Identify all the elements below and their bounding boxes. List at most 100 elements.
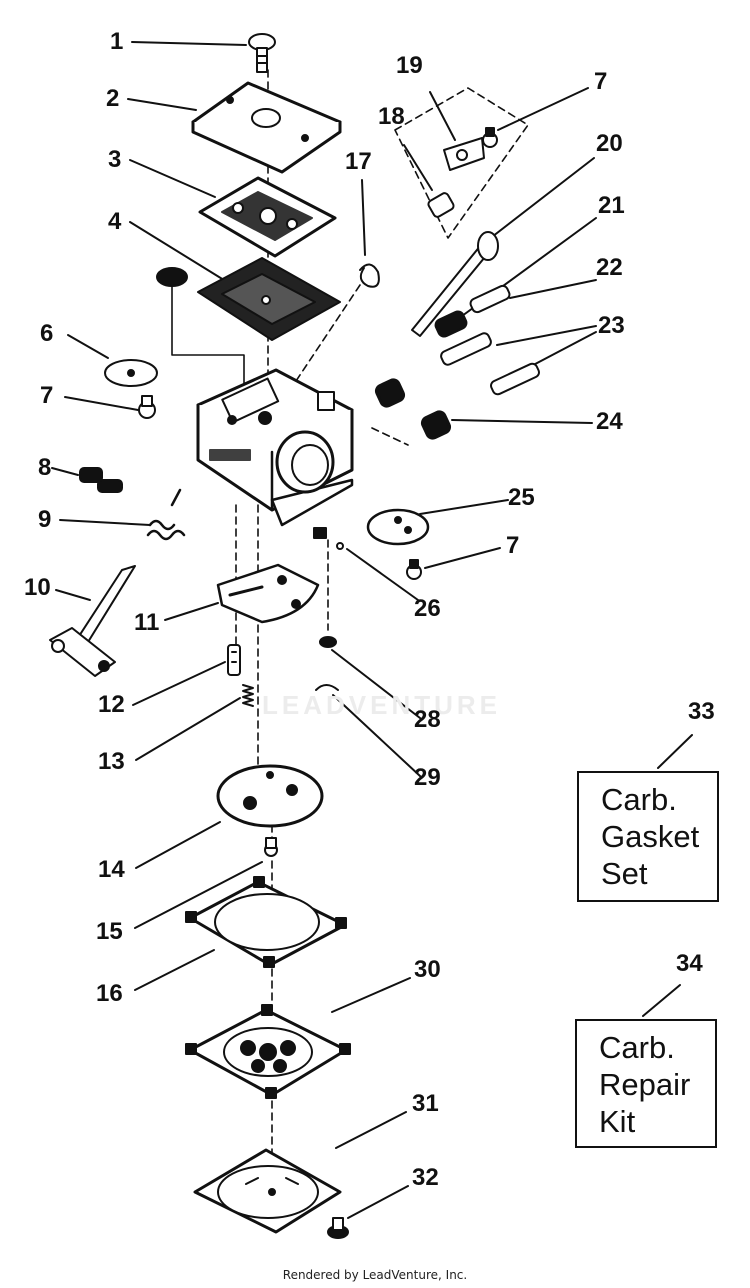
leader-11 (164, 602, 219, 621)
part-30-pump-diaphragm (185, 1004, 351, 1099)
carb-gasket-set-box: Carb. Gasket Set (577, 771, 719, 902)
part-4-diaphragm (197, 257, 341, 341)
leader-30 (331, 977, 411, 1013)
leader-4 (129, 221, 233, 286)
part-29-clip (315, 684, 339, 691)
leader-34 (642, 984, 681, 1017)
leader-24 (451, 419, 593, 424)
leader-20 (487, 157, 595, 241)
kit-33-line-1: Carb. (601, 782, 677, 817)
part-22-needle (469, 284, 511, 314)
leader-29 (332, 694, 421, 777)
part-9-spring (146, 488, 186, 541)
callout-28: 28 (414, 706, 441, 733)
leader-26 (346, 548, 419, 601)
leader-22 (509, 279, 597, 299)
leader-31 (335, 1111, 407, 1149)
callout-7-top: 7 (594, 68, 608, 95)
leader-25 (419, 499, 509, 515)
leader-6 (67, 334, 109, 359)
callout-11: 11 (134, 609, 160, 636)
callout-7: 7 (40, 382, 54, 409)
part-1-screw (248, 33, 276, 73)
part-8-fitting (79, 467, 123, 493)
part-26-pin (313, 527, 344, 550)
watermark-text: LEADVENTURE (262, 690, 502, 720)
callout-33: 33 (688, 698, 715, 725)
leader-3 (129, 159, 216, 198)
leader-9 (59, 519, 151, 526)
callout-8: 8 (38, 454, 52, 481)
part-13-spring (242, 684, 254, 707)
callout-4: 4 (108, 208, 122, 235)
leader-7b (497, 87, 589, 131)
leader-23a (496, 325, 597, 346)
leader-32 (347, 1185, 409, 1219)
kit-34-line-1: Carb. (599, 1030, 675, 1065)
callout-22: 22 (596, 254, 623, 281)
part-14-metering-diaphragm (216, 764, 324, 828)
callout-24: 24 (596, 408, 623, 435)
leader-12 (132, 661, 226, 706)
part-19-plate (443, 137, 485, 171)
callout-32: 32 (412, 1164, 439, 1191)
leader-14 (135, 821, 221, 869)
part-23-needle-b (490, 362, 540, 396)
callout-10: 10 (24, 574, 51, 601)
leader-13 (135, 697, 241, 761)
part-10-throttle-shaft (49, 565, 136, 677)
callout-17: 17 (345, 148, 372, 175)
carb-repair-kit-box: Carb. Repair Kit (575, 1019, 717, 1148)
part-20-choke-shaft (411, 231, 499, 337)
carburetor-body (196, 368, 354, 527)
part-21-screw (434, 310, 468, 338)
callout-6: 6 (40, 320, 54, 347)
part-28-disc (319, 636, 337, 648)
part-7-screw-a (138, 395, 156, 419)
callout-21: 21 (598, 192, 625, 219)
leader-7c (424, 547, 501, 569)
leader-33 (657, 734, 693, 769)
callout-34: 34 (676, 950, 703, 977)
leader-7a (64, 396, 139, 411)
callout-14: 14 (98, 856, 125, 883)
part-15-screw (264, 837, 278, 857)
leader-2 (127, 98, 197, 111)
part-7-screw-b (482, 127, 498, 148)
part-17-clip (359, 263, 380, 288)
callout-29: 29 (414, 764, 441, 791)
callout-18: 18 (378, 103, 405, 130)
callout-13: 13 (98, 748, 125, 775)
callout-7-right: 7 (506, 532, 520, 559)
part-11-metering-plate (216, 563, 320, 624)
kit-33-line-3: Set (601, 856, 648, 891)
part-24-spring-b (420, 410, 452, 440)
callout-19: 19 (396, 52, 423, 79)
kit-33-line-2: Gasket (601, 819, 700, 854)
part-7-screw-c (406, 559, 422, 580)
callout-16: 16 (96, 980, 123, 1007)
part-25-plate (366, 508, 430, 546)
kit-34-line-2: Repair (599, 1067, 691, 1102)
part-24-spring-a (374, 378, 406, 408)
callout-31: 31 (412, 1090, 439, 1117)
part-12-needle (227, 644, 241, 676)
leader-16 (134, 949, 215, 991)
leader-28 (331, 649, 421, 719)
leader-17 (361, 179, 366, 256)
leader-15 (134, 861, 263, 929)
callout-20: 20 (596, 130, 623, 157)
callout-3: 3 (108, 146, 122, 173)
callout-12: 12 (98, 691, 125, 718)
leader-10 (55, 589, 91, 601)
callout-15: 15 (96, 918, 123, 945)
kit-34-line-3: Kit (599, 1104, 636, 1139)
leader-18 (403, 144, 433, 191)
callout-30: 30 (414, 956, 441, 983)
callout-1: 1 (110, 28, 124, 55)
callout-2: 2 (106, 85, 120, 112)
part-31-pump-cover (193, 1148, 342, 1234)
part-seal-disc (156, 267, 188, 287)
footer-credit: Rendered by LeadVenture, Inc. (282, 1268, 468, 1282)
